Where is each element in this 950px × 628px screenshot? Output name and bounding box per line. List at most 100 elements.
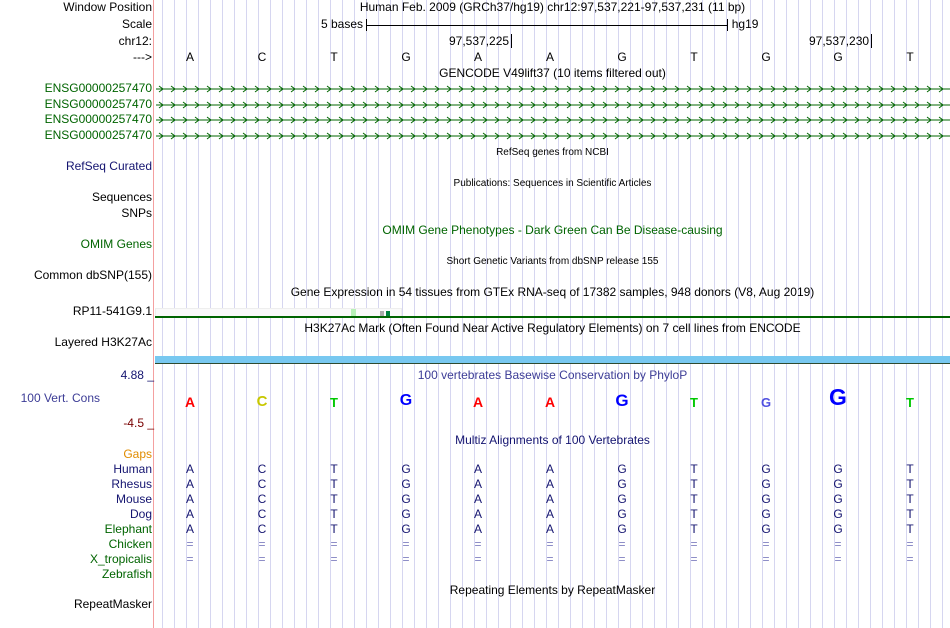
- window-position-label: Window Position: [63, 0, 152, 14]
- aligned-base: G: [401, 522, 411, 536]
- base: G: [833, 50, 843, 64]
- aligned-base: =: [762, 537, 770, 551]
- gene-track[interactable]: [156, 130, 950, 141]
- h3k27ac-title[interactable]: H3K27Ac Mark (Often Found Near Active Re…: [304, 321, 801, 335]
- dbsnp-label[interactable]: Common dbSNP(155): [33, 268, 152, 282]
- sequences-label[interactable]: Sequences: [91, 190, 152, 204]
- base: A: [545, 50, 554, 64]
- gene-label[interactable]: ENSG00000257470: [44, 112, 152, 126]
- refseq-label[interactable]: RefSeq Curated: [65, 159, 152, 173]
- multiz-title[interactable]: Multiz Alignments of 100 Vertebrates: [455, 433, 650, 447]
- gtex-title[interactable]: Gene Expression in 54 tissues from GTEx …: [290, 285, 815, 299]
- aligned-base: =: [402, 537, 410, 551]
- aligned-base: G: [761, 522, 771, 536]
- aligned-base: C: [257, 462, 267, 476]
- scale-db: hg19: [731, 17, 759, 31]
- aligned-base: T: [906, 462, 914, 476]
- phylop-title[interactable]: 100 vertebrates Basewise Conservation by…: [417, 368, 688, 382]
- gaps-label[interactable]: Gaps: [123, 447, 152, 461]
- aligned-base: A: [545, 507, 554, 521]
- base: T: [690, 50, 698, 64]
- aligned-base: T: [690, 492, 698, 506]
- coord-tick-1: 97,537,225: [449, 34, 513, 48]
- gene-label[interactable]: ENSG00000257470: [44, 127, 152, 142]
- gene-track[interactable]: [156, 114, 950, 125]
- aligned-base: =: [906, 552, 914, 566]
- species-alignment: ===========: [0, 537, 950, 552]
- aligned-base: G: [761, 507, 771, 521]
- strand-label[interactable]: --->: [133, 50, 152, 64]
- aligned-base: =: [330, 537, 338, 551]
- species-label[interactable]: Mouse: [115, 492, 152, 506]
- aligned-base: C: [257, 522, 267, 536]
- gtex-divider: [155, 316, 950, 318]
- aligned-base: A: [185, 507, 194, 521]
- aligned-base: T: [906, 522, 914, 536]
- aligned-base: =: [690, 552, 698, 566]
- publications-title[interactable]: Publications: Sequences in Scientific Ar…: [453, 178, 652, 189]
- snps-label[interactable]: SNPs: [121, 206, 152, 220]
- aligned-base: A: [473, 522, 482, 536]
- aligned-base: =: [474, 552, 482, 566]
- refseq-title[interactable]: RefSeq genes from NCBI: [496, 147, 609, 158]
- aligned-base: G: [401, 477, 411, 491]
- aligned-base: A: [185, 462, 194, 476]
- aligned-base: =: [546, 552, 554, 566]
- species-label[interactable]: Chicken: [108, 537, 152, 551]
- phylop-logo-letter: A: [544, 394, 556, 410]
- aligned-base: G: [617, 522, 627, 536]
- species-label[interactable]: Elephant: [104, 522, 152, 536]
- gene-label[interactable]: ENSG00000257470: [44, 96, 152, 111]
- aligned-base: =: [258, 552, 266, 566]
- base: G: [401, 50, 411, 64]
- species-alignment: [0, 567, 950, 582]
- species-label[interactable]: Human: [113, 462, 152, 476]
- species-label[interactable]: Dog: [129, 507, 152, 521]
- aligned-base: =: [690, 537, 698, 551]
- aligned-base: G: [401, 462, 411, 476]
- aligned-base: A: [545, 522, 554, 536]
- species-label[interactable]: Rhesus: [111, 477, 152, 491]
- dbsnp-title[interactable]: Short Genetic Variants from dbSNP releas…: [446, 256, 659, 267]
- gene-label[interactable]: ENSG00000257470: [44, 81, 152, 95]
- base: G: [761, 50, 771, 64]
- base: A: [185, 50, 194, 64]
- aligned-base: G: [617, 507, 627, 521]
- aligned-base: =: [546, 537, 554, 551]
- phylop-label[interactable]: 100 Vert. Cons: [20, 391, 100, 405]
- aligned-base: =: [258, 537, 266, 551]
- chrom-label: chr12:: [118, 34, 152, 48]
- omim-label[interactable]: OMIM Genes: [80, 237, 152, 251]
- h3k27ac-label[interactable]: Layered H3K27Ac: [54, 335, 152, 349]
- species-label[interactable]: Zebrafish: [101, 567, 152, 581]
- phylop-logo-letter: A: [184, 394, 196, 410]
- phylop-logo-letter: G: [829, 384, 847, 410]
- aligned-base: G: [617, 477, 627, 491]
- aligned-base: T: [690, 522, 698, 536]
- phylop-logo-letter: T: [690, 395, 698, 410]
- gene-track[interactable]: [156, 83, 950, 94]
- gencode-title[interactable]: GENCODE V49lift37 (10 items filtered out…: [439, 66, 666, 80]
- gene-track[interactable]: [156, 99, 950, 110]
- aligned-base: C: [257, 507, 267, 521]
- gtex-label[interactable]: RP11-541G9.1: [72, 304, 152, 318]
- aligned-base: =: [834, 537, 842, 551]
- h3k27ac-signal[interactable]: [155, 356, 950, 363]
- aligned-base: G: [761, 462, 771, 476]
- scale-label: Scale: [121, 17, 152, 31]
- species-label[interactable]: X_tropicalis: [89, 552, 152, 566]
- aligned-base: =: [186, 552, 194, 566]
- aligned-base: T: [906, 477, 914, 491]
- repeatmasker-title[interactable]: Repeating Elements by RepeatMasker: [449, 583, 656, 597]
- phylop-max: 4.88 _: [120, 368, 154, 382]
- aligned-base: A: [473, 462, 482, 476]
- phylop-logo-letter: C: [256, 393, 268, 410]
- aligned-base: T: [906, 492, 914, 506]
- aligned-base: A: [545, 462, 554, 476]
- phylop-min: -4.5 _: [123, 416, 154, 430]
- aligned-base: G: [833, 522, 843, 536]
- repeatmasker-label[interactable]: RepeatMasker: [73, 597, 152, 611]
- omim-title[interactable]: OMIM Gene Phenotypes - Dark Green Can Be…: [382, 223, 723, 237]
